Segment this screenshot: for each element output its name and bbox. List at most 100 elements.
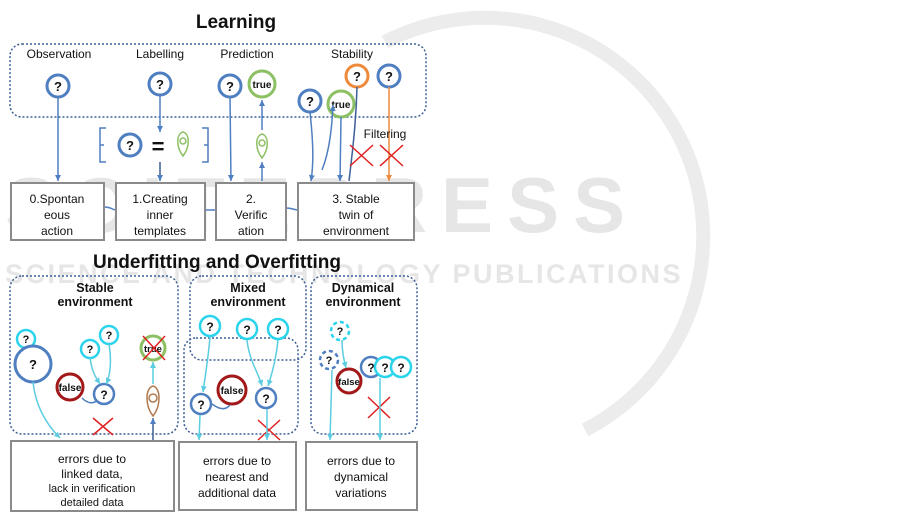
question-mark: ? [381, 361, 388, 375]
box-line: 1.Creating [132, 192, 187, 206]
label-stability: Stability [331, 47, 373, 61]
error-line: detailed data [61, 497, 125, 509]
arrow [337, 116, 344, 182]
error-box-1: errors due to nearest and additional dat… [178, 441, 297, 511]
box-line: action [41, 224, 73, 238]
arrow [211, 403, 231, 410]
true-label: true [332, 100, 351, 111]
box-line: eous [44, 208, 70, 222]
watermark-swoosh [381, 10, 711, 437]
location-pin-dot [179, 137, 187, 145]
error-box-2: errors due to dynamical variations [305, 441, 418, 511]
arrow-cyan [32, 381, 61, 439]
box-line: environment [323, 224, 390, 238]
box-line: inner [147, 208, 174, 222]
label-labelling: Labelling [136, 47, 184, 61]
label-prediction: Prediction [220, 47, 273, 61]
question-node-cyan [198, 314, 222, 338]
question-node [189, 392, 213, 416]
error-box-0: errors due to linked data, lack in verif… [10, 440, 175, 512]
question-mark: ? [54, 79, 62, 94]
error-line: lack in verification [49, 483, 136, 495]
box-line: templates [134, 224, 186, 238]
question-node-cyan [235, 317, 259, 341]
question-mark: ? [126, 138, 134, 153]
box-line: Verific [235, 208, 268, 222]
panel-title: Mixed [230, 281, 265, 295]
learning-title: Learning [196, 12, 276, 33]
false-node [55, 372, 85, 402]
question-mark: ? [367, 361, 374, 375]
question-mark: ? [397, 361, 404, 375]
arrow-cyan [200, 336, 211, 393]
mixed-panel-top [189, 275, 307, 361]
error-line: errors due to [327, 454, 395, 468]
question-mark: ? [197, 398, 204, 412]
box-line: 2. [246, 192, 256, 206]
question-mark: ? [326, 355, 333, 367]
stage-box-1: 1.Creating inner templates [115, 182, 206, 241]
question-mark: ? [29, 357, 37, 372]
location-pin-dot [148, 393, 158, 403]
cross-icon [92, 417, 114, 436]
panel-title: Stable [76, 281, 114, 295]
arrow [227, 96, 234, 182]
false-label: false [338, 377, 360, 388]
arrow [308, 111, 315, 182]
panel-title: environment [210, 295, 286, 309]
filtering-label: Filtering [364, 127, 407, 141]
arrow-cyan [105, 343, 112, 385]
panel-title: environment [57, 295, 133, 309]
error-line: variations [335, 486, 386, 500]
question-mark: ? [262, 392, 269, 406]
question-node-cyan-dashed [329, 320, 351, 342]
panel-title: environment [325, 295, 401, 309]
error-line: errors due to [203, 454, 271, 468]
arrow-cyan [267, 339, 279, 387]
question-mark: ? [87, 344, 94, 356]
filter-cross-icon [379, 144, 404, 167]
question-node [117, 132, 143, 158]
question-node-dashed [318, 349, 340, 371]
question-mark: ? [385, 69, 393, 84]
error-line: additional data [198, 486, 276, 500]
question-mark: ? [156, 77, 164, 92]
cross-icon [257, 419, 281, 441]
false-label: false [221, 386, 244, 397]
question-node-cyan [389, 355, 413, 379]
question-mark: ? [23, 334, 30, 346]
panel-title: Dynamical [332, 281, 395, 295]
arrow-cyan [327, 369, 334, 441]
learning-panel [9, 43, 427, 118]
true-node [247, 69, 277, 99]
arrow-cyan [246, 339, 264, 387]
arrow-cyan [89, 357, 101, 385]
fitting-title: Underfitting and Overfitting [93, 252, 341, 273]
arrow [81, 397, 98, 404]
error-line: linked data, [61, 467, 122, 481]
true-label: true [253, 80, 272, 91]
box-line: 0.Spontan [30, 192, 85, 206]
question-node-cyan [266, 317, 290, 341]
watermark-sub: SCIENCE AND TECHNOLOGY PUBLICATIONS [5, 259, 683, 289]
question-mark: ? [306, 94, 314, 109]
question-mark: ? [337, 326, 344, 338]
question-mark: ? [353, 69, 361, 84]
arrow [321, 104, 336, 171]
equals-sign: = [152, 134, 165, 159]
error-line: errors due to [58, 452, 126, 466]
question-mark: ? [206, 320, 213, 334]
question-mark: ? [100, 388, 107, 402]
question-node [254, 386, 278, 410]
question-mark: ? [274, 323, 281, 337]
false-node [216, 374, 248, 406]
stage-box-3: 3. Stable twin of environment [297, 182, 415, 241]
error-line: dynamical [334, 470, 388, 484]
arrow [348, 86, 358, 182]
stage-box-2: 2. Verific ation [215, 182, 287, 241]
error-line: nearest and [205, 470, 268, 484]
stage-box-0: 0.Spontan eous action [10, 182, 105, 241]
stable-panel [9, 275, 179, 435]
cross-icon [367, 396, 391, 419]
